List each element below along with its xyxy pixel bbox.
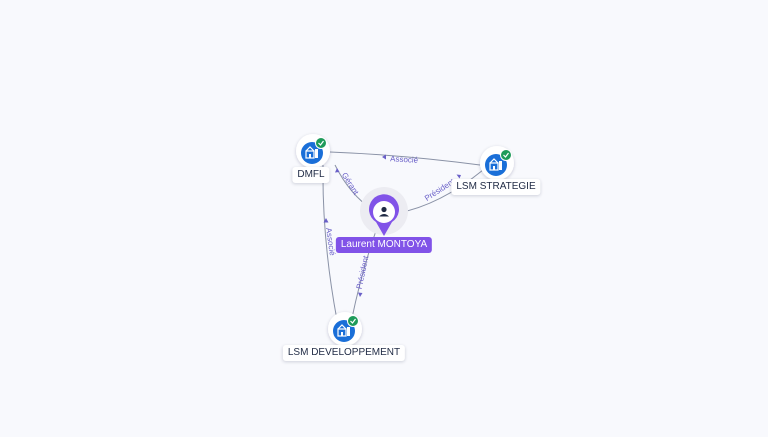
edge-arrow <box>323 218 329 223</box>
company-building-icon <box>337 324 350 337</box>
edge-strategie-dmfl[interactable] <box>329 151 481 166</box>
edge-arrow <box>382 154 386 160</box>
edge-arrow <box>456 174 461 179</box>
edge-label-gerant: Gérant <box>340 171 361 197</box>
edge-person-developpement[interactable] <box>351 224 379 319</box>
company-node-dmfl[interactable] <box>296 134 330 168</box>
company-node-developpement[interactable] <box>328 312 362 346</box>
company-label-developpement[interactable]: LSM DEVELOPPEMENT <box>282 345 406 361</box>
edge-label-associe: Associé <box>324 227 337 257</box>
verified-check-icon <box>347 315 359 327</box>
edge-label-president: Président <box>355 254 371 290</box>
company-building-icon <box>305 146 318 159</box>
company-label-strategie[interactable]: LSM STRATEGIE <box>451 179 541 195</box>
person-icon <box>379 206 389 217</box>
edge-arrow <box>358 292 363 297</box>
verified-check-icon <box>315 137 327 149</box>
edge-label-associe: Associé <box>390 154 419 164</box>
person-node[interactable] <box>360 187 408 236</box>
person-label[interactable]: Laurent MONTOYA <box>335 237 433 253</box>
company-node-strategie[interactable] <box>480 146 514 180</box>
edges: Associé Gérant Président Président Assoc… <box>322 151 484 321</box>
edge-arrow <box>335 168 340 173</box>
company-building-icon <box>489 158 502 171</box>
verified-check-icon <box>500 149 512 161</box>
company-label-dmfl[interactable]: DMFL <box>292 167 330 183</box>
